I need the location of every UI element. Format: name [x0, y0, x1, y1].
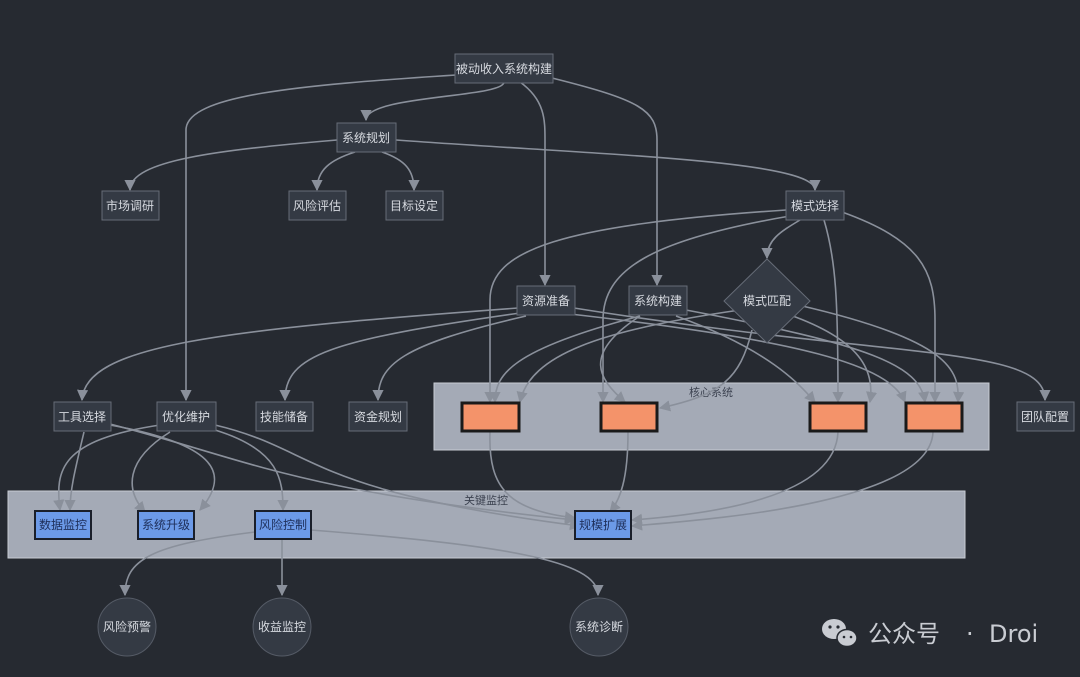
edge-match-core3 — [789, 314, 878, 404]
edge-plan-risk — [311, 151, 356, 192]
edge-match-core1 — [516, 309, 741, 404]
node-mode-match-label: 模式匹配 — [743, 294, 791, 308]
edge-opt-upgrade — [131, 431, 171, 513]
edge-opt-risk — [214, 429, 289, 512]
edge-mode-core4 — [841, 211, 941, 404]
edge-match-core4 — [797, 304, 965, 404]
node-root[interactable]: 被动收入系统构建 — [454, 53, 554, 84]
wechat-icon — [822, 619, 858, 648]
node-mode-select-label: 模式选择 — [791, 199, 839, 213]
node-risk-warning-label: 风险预警 — [103, 619, 151, 634]
node-team-config-label: 团队配置 — [1021, 409, 1069, 424]
watermark-author: Droi — [989, 620, 1038, 648]
node-revenue-monitor[interactable]: 收益监控 — [252, 597, 312, 657]
node-data-monitor[interactable]: 数据监控 — [34, 510, 92, 540]
node-core-2[interactable] — [599, 401, 659, 433]
key-monitor-cluster-label: 关键监控 — [464, 493, 508, 507]
edge-match-core2 — [658, 329, 753, 412]
node-optimize-label: 优化维护 — [162, 410, 210, 424]
edge-riskctl-diagnosis — [310, 529, 604, 597]
node-skill-reserve[interactable]: 技能储备 — [255, 401, 314, 432]
node-risk-assessment[interactable]: 风险评估 — [288, 190, 347, 221]
node-fund-plan[interactable]: 资金规划 — [348, 401, 408, 432]
edge-riskctl-warning — [119, 531, 256, 597]
node-optimize[interactable]: 优化维护 — [156, 401, 217, 432]
node-risk-control[interactable]: 风险控制 — [254, 510, 312, 540]
watermark-separator: · — [966, 620, 974, 648]
node-mode-match[interactable]: 模式匹配 — [723, 258, 811, 344]
edge-mode-core1 — [484, 209, 787, 404]
node-system-plan-label: 系统规划 — [342, 130, 390, 145]
node-core-4[interactable] — [904, 401, 964, 433]
edge-resource-team — [573, 307, 1051, 402]
edge-build-core3 — [675, 315, 816, 403]
node-scale-expand-label: 规模扩展 — [579, 517, 627, 532]
node-resource-prep[interactable]: 资源准备 — [516, 285, 576, 316]
node-risk-assessment-label: 风险评估 — [293, 198, 341, 213]
edge-resource-core4 — [569, 313, 907, 404]
edge-core3-scale — [630, 431, 839, 525]
node-tool-select-label: 工具选择 — [58, 410, 106, 424]
edge-resource-fund — [372, 315, 527, 402]
node-system-build-label: 系统构建 — [634, 293, 682, 308]
edge-tool-scale — [109, 423, 577, 525]
node-mode-select[interactable]: 模式选择 — [785, 190, 845, 221]
node-revenue-monitor-label: 收益监控 — [258, 620, 306, 634]
edge-plan-mode — [395, 139, 821, 192]
node-system-build[interactable]: 系统构建 — [628, 285, 688, 316]
node-scale-expand[interactable]: 规模扩展 — [574, 510, 632, 540]
edge-core2-scale — [609, 431, 629, 513]
node-market-research[interactable]: 市场调研 — [101, 190, 160, 221]
edge-resource-tool — [76, 307, 519, 402]
node-core-1[interactable] — [460, 401, 521, 433]
edge-opt-scale — [214, 424, 582, 531]
edge-root-build — [551, 77, 663, 287]
edge-build-core2 — [599, 315, 641, 403]
edge-mode-core2 — [597, 215, 791, 404]
node-resource-prep-label: 资源准备 — [522, 294, 570, 308]
edge-plan-goal — [381, 151, 420, 192]
node-data-monitor-label: 数据监控 — [39, 517, 87, 532]
edge-mode-core3 — [823, 219, 844, 404]
node-risk-control-label: 风险控制 — [259, 517, 307, 532]
node-system-diagnosis[interactable]: 系统诊断 — [569, 597, 629, 657]
node-risk-warning[interactable]: 风险预警 — [97, 597, 157, 657]
node-market-research-label: 市场调研 — [106, 198, 154, 213]
node-tool-select[interactable]: 工具选择 — [53, 401, 112, 432]
edge-root-optimize — [180, 74, 457, 402]
edge-core4-scale — [630, 431, 934, 531]
edge-opt-data — [53, 424, 161, 512]
node-goal-setting-label: 目标设定 — [390, 198, 438, 213]
edge-tool-data — [64, 431, 85, 512]
node-system-upgrade-label: 系统升级 — [142, 518, 190, 532]
node-core-3[interactable] — [808, 401, 868, 433]
edge-resource-skill — [279, 312, 521, 402]
edge-core1-scale — [489, 431, 577, 523]
edge-root-plan — [360, 81, 505, 122]
edge-root-resource — [519, 81, 551, 287]
node-fund-plan-label: 资金规划 — [354, 409, 402, 424]
node-system-upgrade[interactable]: 系统升级 — [137, 510, 195, 540]
node-system-diagnosis-label: 系统诊断 — [575, 619, 623, 634]
node-skill-reserve-label: 技能储备 — [260, 409, 308, 424]
edge-build-core1 — [489, 315, 641, 404]
watermark: 公众号 · Droi — [822, 619, 1038, 648]
edges — [53, 74, 1051, 597]
edge-mode-match — [761, 219, 801, 260]
node-root-label: 被动收入系统构建 — [456, 61, 552, 76]
node-system-plan[interactable]: 系统规划 — [336, 122, 397, 153]
edge-plan-market — [124, 139, 338, 192]
watermark-account-label: 公众号 — [868, 620, 940, 648]
node-team-config[interactable]: 团队配置 — [1016, 401, 1075, 432]
node-goal-setting[interactable]: 目标设定 — [385, 190, 444, 221]
